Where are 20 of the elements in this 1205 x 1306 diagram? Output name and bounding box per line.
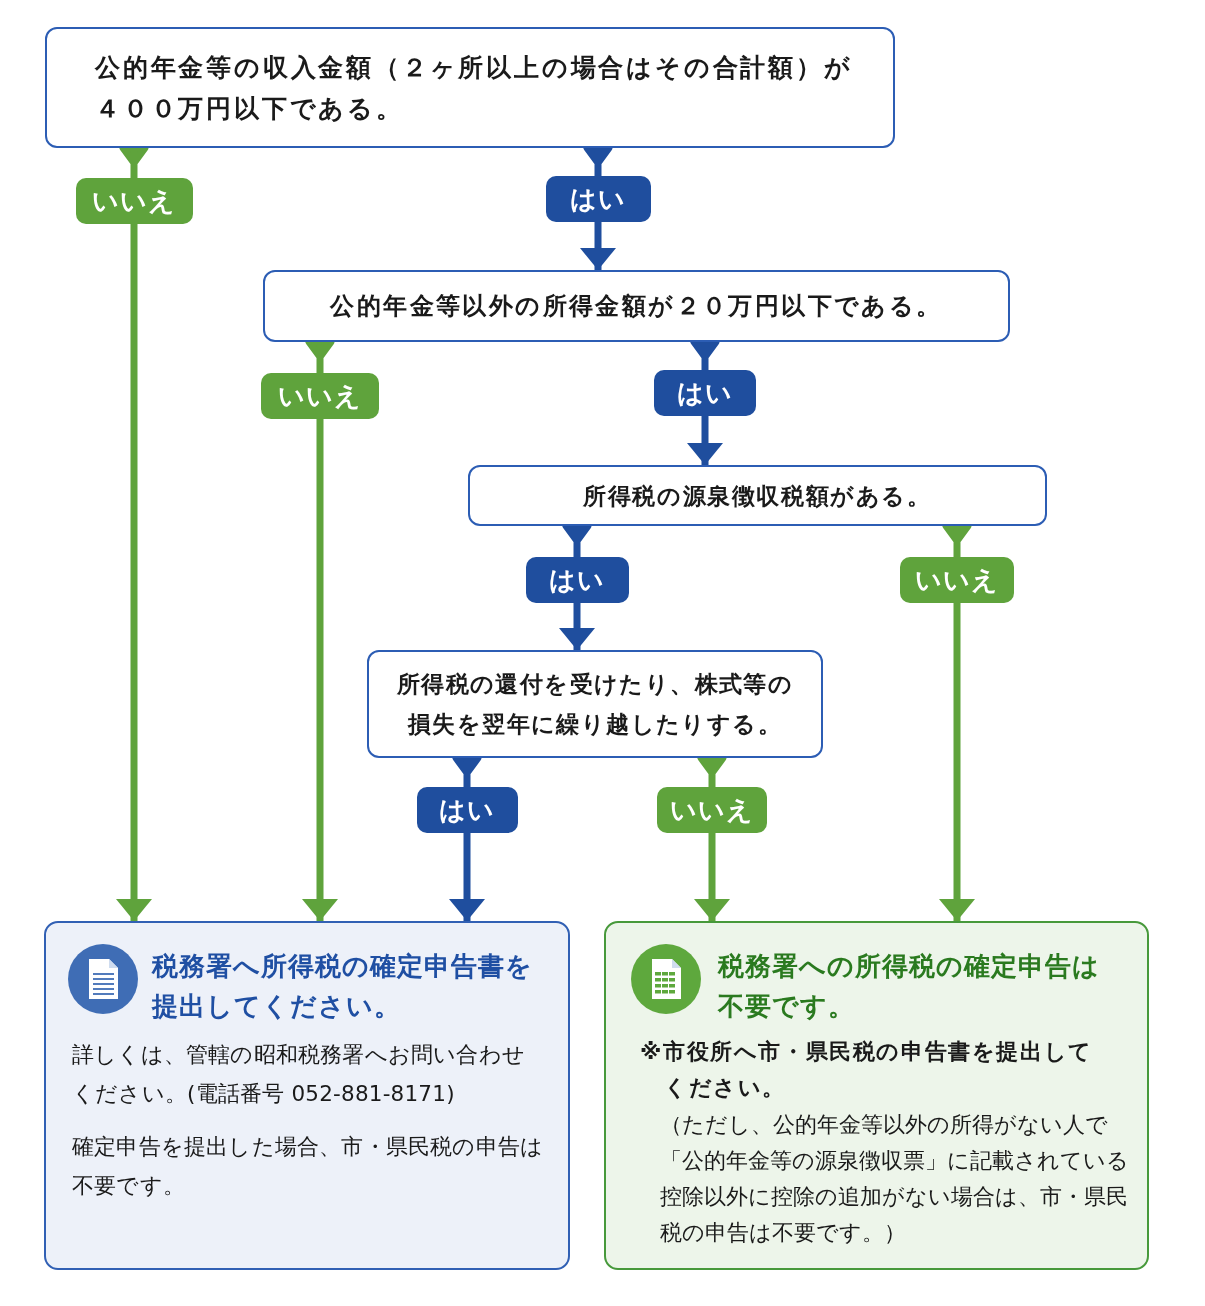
edge-label: いいえ [261,373,379,419]
result-box [44,921,570,1270]
body-text: 詳しくは、管轄の昭和税務署へお問い合わせください。(電話番号 052-881-8171) [72,1041,526,1108]
edge-label: いいえ [657,787,767,833]
result-heading: 税務署へ所得税の確定申告書を提出してください。 [152,950,534,1023]
edge-label: はい [654,370,756,416]
body-text: （ただし、公的年金等以外の所得がない人で「公的年金等の源泉徴収票」に記載されている控除以外に控除の追加がない場合は、市・県民税の申告は不要です。） [660,1111,1130,1247]
question-box: 公的年金等の収入金額（２ヶ所以上の場合はその合計額）が４００万円以下である。 [45,27,895,148]
question-box: 公的年金等以外の所得金額が２０万円以下である。 [263,270,1010,342]
result-box [604,921,1149,1270]
question-box: 所得税の還付を受けたり、株式等の損失を翌年に繰り越したりする。 [367,650,823,758]
edge-label: いいえ [900,557,1014,603]
body-text: 確定申告を提出した場合、市・県民税の申告は不要です。 [72,1133,545,1200]
result-heading: 税務署への所得税の確定申告は不要です。 [718,950,1101,1023]
edge-label: はい [545,176,651,222]
edge-label: いいえ [75,178,193,224]
question-box: 所得税の源泉徴収税額がある。 [468,465,1047,526]
edge-label: はい [416,787,518,833]
edge-label: はい [525,557,629,603]
note-text: ※市役所へ市・県民税の申告書を提出してください。 [640,1038,1094,1102]
